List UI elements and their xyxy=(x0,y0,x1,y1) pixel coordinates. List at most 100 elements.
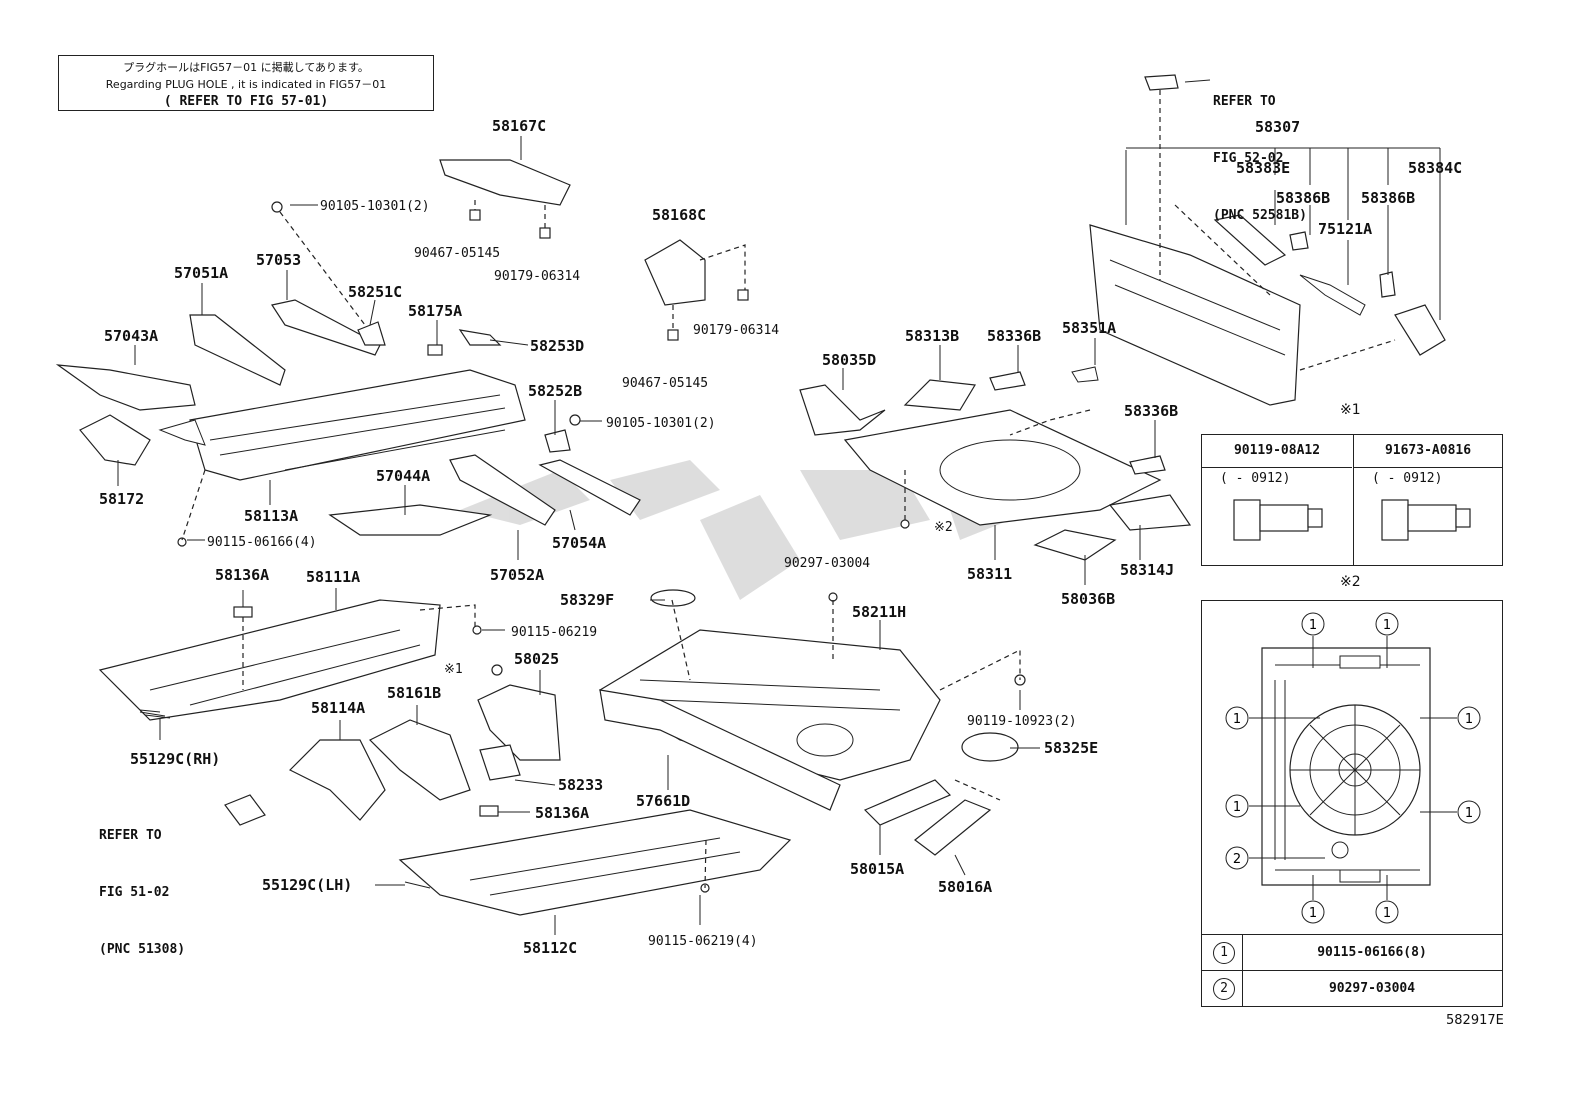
label-58384C: 58384C xyxy=(1408,159,1462,177)
label-58113A: 58113A xyxy=(244,507,298,525)
part-57054A xyxy=(538,459,641,516)
part-58311-rear-floor-pan xyxy=(843,409,1162,526)
bolt-drawings xyxy=(1233,499,1471,541)
part-57661D xyxy=(599,689,841,811)
label-90467-05145-a: 90467-05145 xyxy=(414,246,500,261)
part-58035D xyxy=(799,384,886,436)
label-58252B: 58252B xyxy=(528,382,582,400)
label-90105-10301-a: 90105-10301(2) xyxy=(320,199,430,214)
label-58251C: 58251C xyxy=(348,283,402,301)
legend-part-1: 90115-06166(8) xyxy=(1317,945,1427,960)
label-58336B-upper: 58336B xyxy=(987,327,1041,345)
legend-num-2: 2 xyxy=(1213,978,1235,1000)
label-58168C: 58168C xyxy=(652,206,706,224)
label-58136A-upper: 58136A xyxy=(215,566,269,584)
part-58233 xyxy=(479,744,521,781)
label-90297-03004: 90297-03004 xyxy=(784,556,870,571)
label-58325E: 58325E xyxy=(1044,739,1098,757)
refer-left-line3: (PNC 51308) xyxy=(99,942,186,957)
label-58253D: 58253D xyxy=(530,337,584,355)
label-58386B-right: 58386B xyxy=(1361,189,1415,207)
label-90115-06219-b: 90115-06219(4) xyxy=(648,934,758,949)
legend-num-1: 1 xyxy=(1213,942,1235,964)
part-58384C xyxy=(1394,304,1446,356)
assembly-dashed-lines xyxy=(181,90,1396,889)
part-58016A xyxy=(914,799,992,856)
label-57053: 57053 xyxy=(256,251,301,269)
label-58114A: 58114A xyxy=(311,699,365,717)
part-58172 xyxy=(79,414,151,466)
label-57043A: 57043A xyxy=(104,327,158,345)
part-58252B xyxy=(544,429,571,453)
refer-fig-51-02: REFER TO FIG 51-02 (PNC 51308) xyxy=(99,788,185,978)
legend-row-1: 1 90115-06166(8) xyxy=(1202,934,1502,971)
label-55129C-rh: 55129C(RH) xyxy=(130,750,220,768)
part-58336B-lower xyxy=(1129,455,1166,475)
note-line-japanese: プラグホールはFIG57－01 に掲載してあります。 xyxy=(123,61,369,74)
label-90179-06314-a: 90179-06314 xyxy=(494,269,580,284)
label-57054A: 57054A xyxy=(552,534,606,552)
label-58036B: 58036B xyxy=(1061,590,1115,608)
part-58015A xyxy=(863,779,952,826)
label-58351A: 58351A xyxy=(1062,319,1116,337)
detail-floor-drawing xyxy=(1261,647,1431,886)
label-90467-05145-b: 90467-05145 xyxy=(622,376,708,391)
refer-fig-52-02: REFER TO FIG 52-02 (PNC 52581B) xyxy=(1213,54,1307,244)
label-58383E: 58383E xyxy=(1236,159,1290,177)
part-58112C-floor xyxy=(398,809,792,916)
label-58307: 58307 xyxy=(1255,118,1300,136)
label-58111A: 58111A xyxy=(306,568,360,586)
bolt-col2-header: 91673-A0816 xyxy=(1353,435,1503,468)
refer-top-line3: (PNC 52581B) xyxy=(1213,208,1307,223)
label-58386B-left: 58386B xyxy=(1276,189,1330,207)
part-75121A xyxy=(1299,274,1366,316)
bolt-icon-90119 xyxy=(1233,499,1323,541)
label-58313B: 58313B xyxy=(905,327,959,345)
part-58383E xyxy=(1213,214,1287,266)
part-58168C xyxy=(644,239,706,306)
label-58172: 58172 xyxy=(99,490,144,508)
part-58253D xyxy=(458,329,502,346)
label-57044A: 57044A xyxy=(376,467,430,485)
part-58136A-lower xyxy=(479,805,499,817)
part-58114A xyxy=(288,739,386,821)
part-bracket-refer-51-02 xyxy=(224,794,266,826)
part-labels: 58167C 90105-10301(2) 90467-05145 90179-… xyxy=(99,117,1462,957)
label-58025: 58025 xyxy=(514,650,559,668)
marker-note-1: ※1 xyxy=(444,662,463,677)
table1-marker: ※1 xyxy=(1340,402,1361,418)
part-55129C-lh xyxy=(404,881,431,889)
part-58161B xyxy=(368,719,471,801)
bolt-variant-table: 90119-08A12 91673-A0816 ( - 0912) ( - 09… xyxy=(1201,434,1503,566)
part-58386B-right xyxy=(1379,271,1396,298)
label-58329F: 58329F xyxy=(560,591,614,609)
bolt-col2-range: ( - 0912) xyxy=(1372,471,1443,486)
refer-top-line1: REFER TO xyxy=(1213,94,1276,109)
label-90105-10301-b: 90105-10301(2) xyxy=(606,416,716,431)
note-line-english: Regarding PLUG HOLE , it is indicated in… xyxy=(105,78,387,91)
refer-left-line2: FIG 51-02 xyxy=(99,885,170,900)
label-58314J: 58314J xyxy=(1120,561,1174,579)
label-90119-10923: 90119-10923(2) xyxy=(967,714,1077,729)
part-58313B xyxy=(903,379,976,411)
label-90115-06166: 90115-06166(4) xyxy=(207,535,317,550)
part-58175A xyxy=(427,344,443,356)
figure-id: 582917E xyxy=(1446,1013,1504,1028)
label-55129C-lh: 55129C(LH) xyxy=(262,876,352,894)
part-58351A xyxy=(1071,366,1099,383)
label-58311: 58311 xyxy=(967,565,1012,583)
refer-left-line1: REFER TO xyxy=(99,828,162,843)
part-57052A xyxy=(449,454,556,526)
part-57051A xyxy=(189,314,286,386)
part-58325E xyxy=(961,732,1019,762)
label-58112C: 58112C xyxy=(523,939,577,957)
part-refer-52-02-plug xyxy=(1144,74,1179,91)
label-58175A: 58175A xyxy=(408,302,462,320)
label-58211H: 58211H xyxy=(852,603,906,621)
label-58167C: 58167C xyxy=(492,117,546,135)
legend-part-2: 90297-03004 xyxy=(1328,981,1416,996)
part-55129C-rh xyxy=(139,711,166,717)
part-58111A-front-floor xyxy=(98,599,441,721)
part-58336B-upper xyxy=(989,371,1026,391)
